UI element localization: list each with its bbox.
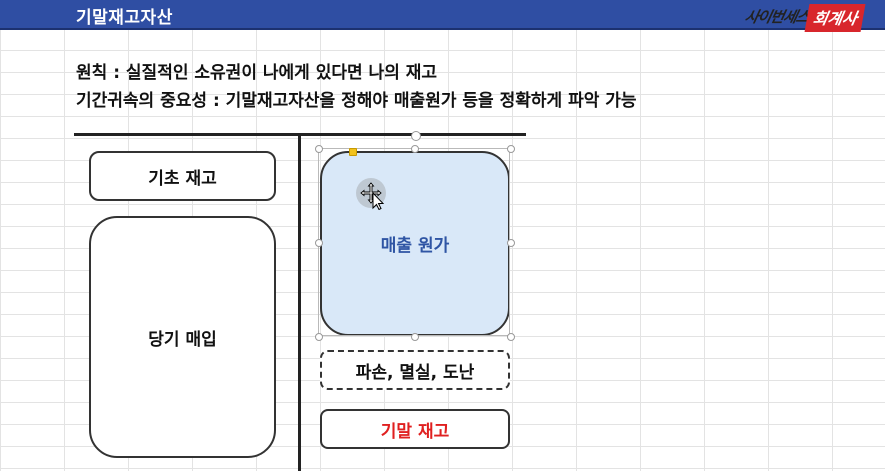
logo-badge: 회계사 [804,4,866,32]
cost-of-goods-sold-label: 매출 원가 [380,236,450,256]
rotate-handle[interactable] [411,131,421,141]
opening-inventory-box[interactable]: 기초 재고 [89,151,276,201]
resize-handle-top-right[interactable] [507,145,515,153]
diagram-center-divider [298,135,301,471]
slide-title: 기말재고자산 [76,8,173,28]
ending-inventory-box[interactable]: 기말 재고 [320,409,510,449]
loss-theft-box[interactable]: 파손, 멸실, 도난 [320,350,510,390]
resize-handle-bottom-left[interactable] [315,333,323,341]
channel-logo: 사이번세스 회계사 [742,2,866,32]
logo-script-text: 사이번세스 [742,8,811,26]
ending-inventory-label: 기말 재고 [380,421,450,442]
opening-inventory-label: 기초 재고 [148,168,217,189]
resize-handle-bottom[interactable] [411,333,419,341]
adjust-handle[interactable] [349,148,357,156]
period-importance-text: 기간귀속의 중요성 : 기말재고자산을 정해야 매출원가 등을 정확하게 파악 … [76,91,637,111]
resize-handle-top[interactable] [411,145,419,153]
resize-handle-top-left[interactable] [315,145,323,153]
slide-header: 기말재고자산 [0,0,885,30]
resize-handle-bottom-right[interactable] [507,333,515,341]
loss-theft-label: 파손, 멸실, 도난 [355,362,475,383]
current-purchases-label: 당기 매입 [148,329,217,350]
diagram-top-divider [74,133,526,136]
resize-handle-left[interactable] [315,239,323,247]
selection-frame [318,148,510,336]
move-cursor-icon [360,182,385,210]
current-purchases-box[interactable]: 당기 매입 [89,216,276,458]
principle-text: 원칙 : 실질적인 소유권이 나에게 있다면 나의 재고 [76,63,438,83]
resize-handle-right[interactable] [507,239,515,247]
